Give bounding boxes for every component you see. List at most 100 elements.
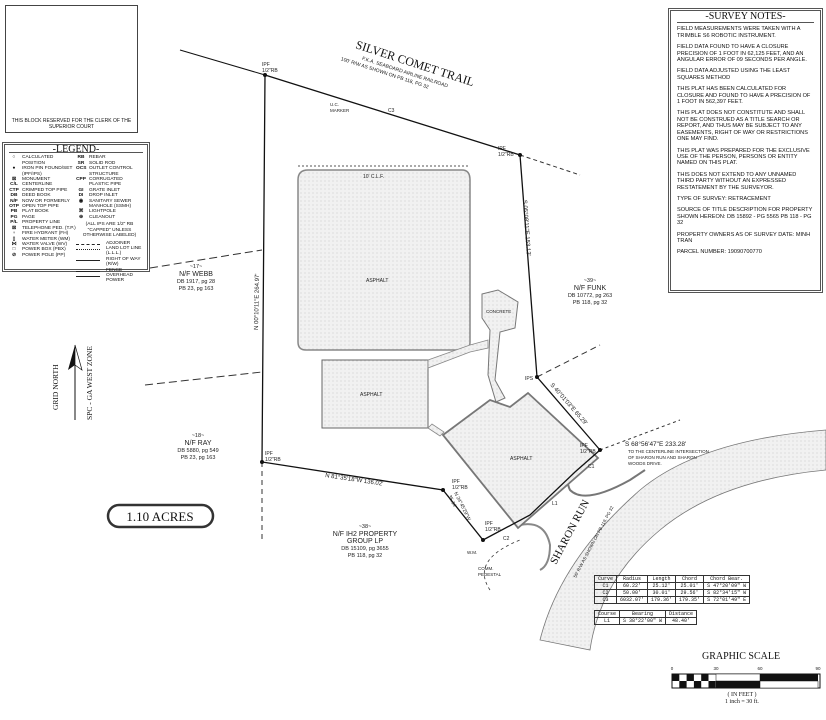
svg-text:GROUP LP: GROUP LP [347,538,383,545]
legend-item: ◉SANITARY SEWER MANHOLE (SSMH) [76,199,143,210]
centerline-note: WOODS DRIVE. [628,461,662,466]
svg-text:~17~: ~17~ [190,264,203,270]
uc-marker-label-2: MARKER [330,108,350,113]
survey-note: FIELD MEASUREMENTS WERE TAKEN WITH A TRI… [677,26,801,39]
scale-cell [693,681,702,688]
legend-label: MONUMENT [22,177,51,183]
legend-label: CENTERLINE [22,182,53,188]
table-cell: 50.00' [616,589,649,597]
legend-label: NOW OR FORMERLY [22,198,70,204]
spc-zone-label: SPC - GA WEST ZONE [85,346,94,420]
line-symbol [76,241,100,245]
asphalt-lot-west [321,359,429,429]
scale-segment [759,680,819,689]
table-cell: 179.36' [647,596,677,604]
legend-label: CALCULATED POSITION [22,155,54,166]
curve-label-c3: C3 [388,108,395,114]
table-cell: L1 [593,617,621,625]
svg-text:~39~: ~39~ [584,278,597,284]
ips-label: IPS [525,376,534,382]
ips-note: (ALL IPS ARE 1/2" RB "CAPPED" UNLESS OTH… [82,222,137,239]
legend-line-label: ADJOINER [106,240,131,246]
svg-text:DB 1917, pg 28: DB 1917, pg 28 [177,279,215,285]
legend-label: CORRUGATED PLASTIC PIPE [89,177,123,188]
legend-symbol: PB [10,209,18,215]
legend-line-item: OVERHEAD POWER [76,273,143,284]
survey-note: THIS DOES NOT EXTEND TO ANY UNNAMED THIR… [677,171,797,191]
table-cell: 6032.07' [616,596,649,604]
svg-text:PB 23, pg 163: PB 23, pg 163 [179,286,214,292]
scale-unit: ( IN FEET ) [727,692,757,698]
legend-symbol: ⊠ [11,225,17,231]
svg-text:60: 60 [757,666,763,671]
legend-panel: -LEGEND- ○CALCULATED POSITION●IRON PIN F… [2,142,150,283]
legend-symbol: RB [77,155,85,161]
legend-label: SOLID ROD [89,160,116,166]
table-cell: 25.01' [675,582,705,590]
grid-north-label: GRID NORTH [51,364,60,410]
table-header: Chord [675,575,705,583]
svg-text:N/F FUNK: N/F FUNK [574,285,607,292]
rb-label: 1/2"RB [580,449,596,455]
ipf-label: IPF [452,479,460,485]
table-cell: 179.35' [675,596,705,604]
west-bearing-label: N 00°10'11"E 264.97' [254,274,261,331]
curve-label-c2: C2 [503,536,510,542]
legend-symbol: ● [12,166,16,172]
survey-note: TYPE OF SURVEY: RETRACEMENT [677,195,771,202]
legend-symbol: N/F [10,198,18,204]
uc-marker-label: U.C. [330,102,339,107]
svg-text:~18~: ~18~ [192,433,205,439]
acres-badge [106,503,215,529]
parcel-18: ~18~ N/F RAY DB 5880, pg 549 PB 23, pg 1… [177,433,218,461]
legend-line-item: FENCE [76,268,143,273]
acres-label: 1.10 ACRES [126,509,193,524]
legend-symbol: ⊕ [78,214,84,220]
legend-title: -LEGEND- [9,144,143,155]
legend-symbol: P/L [10,220,18,226]
table-header: Bearing [619,610,667,618]
ipf-label: IPF [262,62,270,68]
legend-line-item: LAND LOT LINE (L.L.L.) [76,246,143,257]
legend-label: LIGHTPOLE [89,209,116,215]
legend-label: SANITARY SEWER MANHOLE (SSMH) [89,198,132,210]
legend-item: N/F NOW OR FORMERLY [9,199,76,204]
svg-text:0: 0 [671,666,674,671]
asphalt-label: ASPHALT [360,392,382,398]
fence-label: 10' C.L.F. [363,174,384,180]
graphic-scale-footer: ( IN FEET ) 1 inch = 30 ft. [712,692,772,706]
curve-label-c1: C1 [588,464,595,470]
legend-line-label: FENCE [106,267,123,273]
legend-label: IRON PIN FOUND/SET (IPF/IPS) [22,166,73,177]
legend-symbol: SR [77,160,85,166]
ipf-label: IPF [580,443,588,449]
centerline-bearing-label: S 68°56'47"E 233.28' [625,440,686,448]
svg-text:90: 90 [815,666,821,671]
line-symbol [76,273,100,277]
legend-item: ⊠MONUMENT [9,177,76,182]
ipf-label: IPF [265,451,273,457]
svg-text:N/F IH2 PROPERTY: N/F IH2 PROPERTY [333,531,398,538]
legend-label: TELEPHONE PED. (T.P.) [22,225,76,231]
legend-item: ⊘POWER POLE (PP) [9,253,76,258]
table-cell: C2 [593,589,618,597]
north-arrow: GRID NORTH SPC - GA WEST ZONE [51,344,94,420]
scale-cell [672,674,680,681]
south-bearing-label: N 81°35'18"W 136.02' [325,473,384,488]
line-symbol [76,268,100,272]
table-cell: S 38°22'00" W [619,617,667,625]
survey-notes-panel: -SURVEY NOTES- FIELD MEASUREMENTS WERE T… [668,8,823,293]
